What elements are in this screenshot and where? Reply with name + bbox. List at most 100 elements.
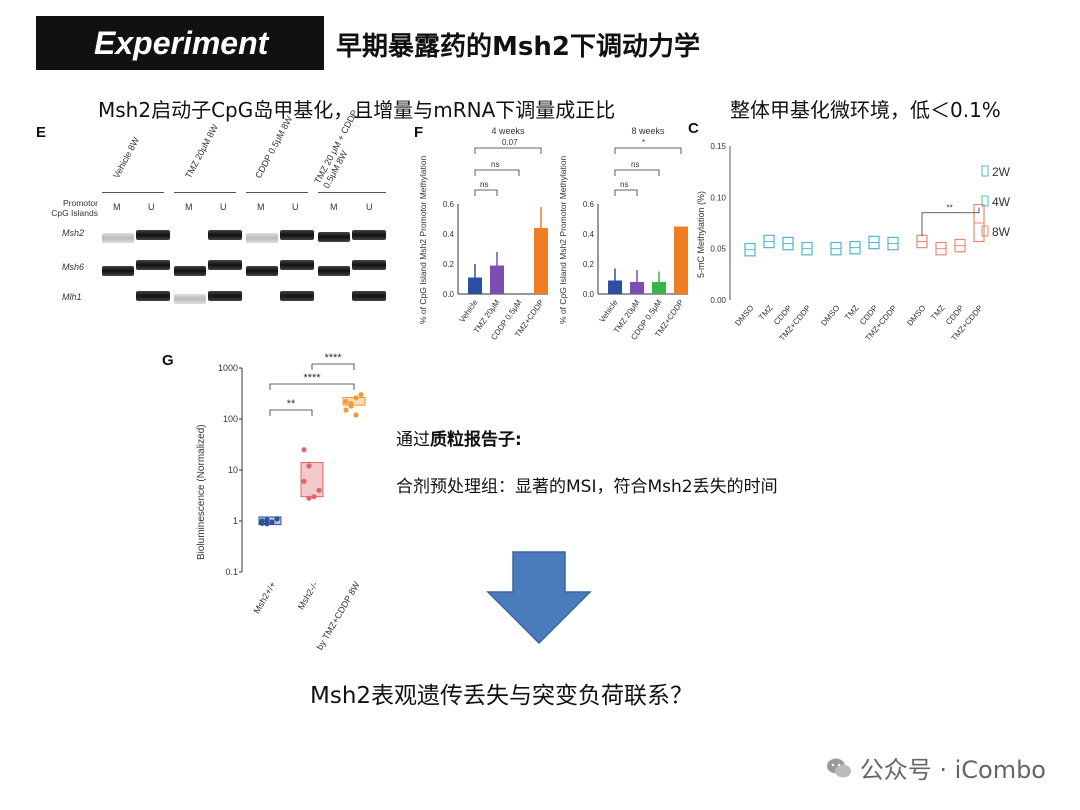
data-point — [259, 518, 265, 524]
result-text: 合剂预处理组：显著的MSI，符合Msh2丢失的时间 — [396, 477, 778, 497]
y-tick-label: 0.0 — [583, 290, 595, 299]
legend-swatch — [981, 165, 989, 177]
y-tick-label: 0.2 — [443, 260, 455, 269]
y-tick-label: 0.6 — [583, 200, 595, 209]
data-point — [306, 463, 312, 469]
y-tick-label: 0.4 — [443, 230, 455, 239]
significance-bracket — [474, 169, 520, 176]
significance-bracket — [474, 147, 542, 154]
lane-label: U — [220, 202, 227, 212]
y-tick-label: 100 — [223, 414, 238, 424]
watermark-text: 公众号 · iCombo — [859, 756, 1046, 784]
gel-row-header: Promotor CpG Islands — [51, 198, 98, 218]
gel-column-label: Vehicle 8W — [111, 135, 142, 180]
legend-label: 2W — [992, 165, 1011, 179]
significance-label: ns — [620, 180, 628, 189]
y-tick-label: 0.10 — [710, 193, 726, 202]
data-point — [301, 447, 307, 453]
gel-column-label: CDDP 0.5μM 8W — [253, 114, 295, 180]
data-point — [269, 519, 275, 525]
bar — [468, 277, 482, 294]
significance-label: ns — [631, 160, 639, 169]
data-point — [343, 407, 349, 413]
data-point — [301, 478, 307, 484]
gene-label-msh2: Msh2 — [62, 228, 85, 238]
legend-label: 8W — [992, 225, 1011, 239]
down-arrow-icon — [486, 551, 592, 645]
reporter-text: 通过质粒报告子: — [396, 430, 522, 450]
y-tick-label: 1000 — [218, 363, 238, 373]
significance-label: **** — [303, 372, 321, 384]
significance-bracket — [311, 363, 355, 370]
x-tick-label: Msh2+/+ — [252, 580, 278, 615]
bar — [630, 282, 644, 294]
lane-label: U — [366, 202, 373, 212]
experiment-tag: Experiment — [36, 16, 324, 70]
y-tick-label: 0.15 — [710, 142, 726, 151]
x-tick-label: Vehicle — [457, 298, 479, 325]
y-tick-label: 0.05 — [710, 245, 726, 254]
data-point — [353, 412, 359, 418]
gene-label-msh6: Msh6 — [62, 262, 85, 272]
x-tick-label: DMSO — [819, 304, 841, 328]
panel-c-chart: 5-mC Methylation (%) 0.000.050.100.15DMS… — [696, 142, 1011, 343]
x-tick-label: DMSO — [733, 304, 755, 328]
significance-bracket — [269, 409, 313, 416]
lane-label: M — [185, 202, 193, 212]
significance-label: ns — [491, 160, 499, 169]
bar — [674, 226, 688, 294]
y-tick-label: 0.2 — [583, 260, 595, 269]
chart-title: 8 weeks — [631, 126, 665, 136]
wechat-icon — [826, 758, 851, 777]
watermark: 公众号 · iCombo — [826, 750, 1046, 785]
f-ylabel-2: % of CpG Island Msh2 Promotor Methylatio… — [558, 156, 568, 324]
legend-label: 4W — [992, 195, 1011, 209]
significance-label: * — [642, 138, 645, 147]
y-tick-label: 1 — [233, 516, 238, 526]
data-point — [306, 495, 312, 501]
bar — [534, 228, 548, 294]
subtitle-left: Msh2启动子CpG岛甲基化，且增量与mRNA下调量成正比 — [98, 98, 616, 122]
data-point — [311, 494, 317, 500]
lane-label: M — [257, 202, 265, 212]
legend-swatch — [981, 195, 989, 207]
data-point — [264, 517, 270, 523]
significance-bracket — [474, 189, 498, 196]
gene-label-mlh1: Mlh1 — [62, 292, 82, 302]
lane-label: U — [292, 202, 299, 212]
data-point — [264, 521, 270, 527]
y-tick-label: 0.0 — [443, 290, 455, 299]
significance-bracket — [614, 169, 660, 176]
x-tick-label: Vehicle — [597, 298, 619, 325]
g-ylabel: Bioluminescence (Normalized) — [196, 424, 207, 560]
x-tick-label: Msh2-/- — [296, 580, 320, 611]
significance-bracket — [614, 147, 682, 154]
y-tick-label: 0.4 — [583, 230, 595, 239]
significance-label: ** — [287, 398, 296, 410]
data-point — [358, 392, 364, 398]
chart-title: 4 weeks — [491, 126, 525, 136]
significance-bracket — [614, 189, 638, 196]
x-tick-label: Pretreated by TMZ+CDDP 8W — [292, 580, 362, 650]
x-tick-label: DMSO — [905, 304, 927, 328]
panel-c-letter: C — [688, 120, 699, 137]
panel-g-letter: G — [162, 352, 174, 369]
bar — [608, 280, 622, 294]
data-point — [316, 487, 322, 493]
data-point — [343, 398, 349, 405]
lane-label: M — [113, 202, 121, 212]
y-tick-label: 0.1 — [225, 567, 238, 577]
question-text: Msh2表观遗传丢失与突变负荷联系？ — [310, 683, 694, 709]
data-point — [348, 403, 354, 409]
y-tick-label: 0.6 — [443, 200, 455, 209]
significance-label: **** — [324, 352, 342, 364]
x-tick-label: TMZ — [843, 303, 861, 321]
significance-label: 0.07 — [502, 138, 518, 147]
panel-e-letter: E — [36, 124, 47, 141]
significance-label: ns — [480, 180, 488, 189]
y-tick-label: 0.00 — [710, 296, 726, 305]
legend-swatch — [981, 225, 989, 237]
